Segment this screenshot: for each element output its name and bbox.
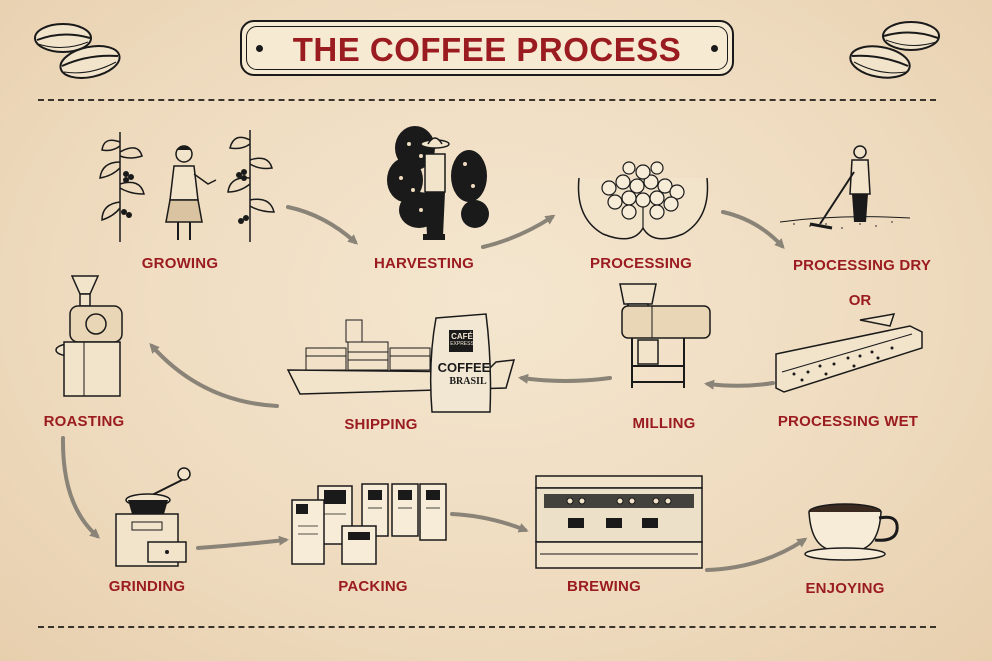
processing-wet-illustration [775, 313, 923, 393]
top-divider [38, 99, 936, 101]
label-brewing: BREWING [567, 578, 641, 595]
label-processing: PROCESSING [589, 255, 693, 272]
harvesting-illustration [387, 126, 489, 240]
label-shipping: SHIPPING [344, 416, 418, 433]
grinding-illustration [115, 467, 191, 567]
title-banner: THE COFFEE PROCESS [240, 20, 734, 76]
coffee-beans-right-icon [849, 21, 940, 79]
label-harvesting: HARVESTING [373, 255, 475, 272]
label-processing-wet: PROCESSING WET [777, 413, 919, 430]
brewing-illustration [535, 475, 703, 569]
shipping-illustration [286, 313, 516, 413]
arrow-harvesting-processing [481, 214, 556, 249]
label-packing: PACKING [338, 578, 408, 595]
arrow-shipping-roasting [149, 343, 279, 408]
arrow-packing-brewing [450, 512, 529, 533]
arrow-grinding-packing [196, 535, 289, 550]
page-title: THE COFFEE PROCESS [292, 31, 682, 68]
sack-brand-line2: EXPRESS [450, 341, 474, 347]
arrow-brewing-enjoying [705, 537, 808, 572]
label-processing-dry: PROCESSING DRY [792, 257, 932, 274]
label-roasting: ROASTING [43, 413, 125, 430]
sack-origin: BRASIL [449, 376, 487, 387]
processing-dry-illustration [779, 145, 911, 230]
growing-illustration [99, 130, 275, 242]
arrow-wet-milling [704, 379, 775, 390]
processing-illustration [577, 161, 709, 240]
milling-illustration [619, 283, 711, 388]
arrow-roasting-grinding [60, 436, 100, 539]
arrow-milling-shipping [518, 373, 612, 384]
sack-brand-line1: CAFÉ [451, 332, 473, 341]
arrow-growing-harvesting [286, 205, 358, 245]
coffee-beans-left-icon [34, 23, 121, 79]
bottom-divider [38, 626, 936, 628]
label-enjoying: ENJOYING [805, 580, 885, 597]
banner-dot-right [711, 45, 718, 52]
roasting-illustration [55, 275, 123, 397]
coffee-sack [429, 313, 492, 413]
banner-dot-left [256, 45, 263, 52]
label-growing: GROWING [141, 255, 219, 272]
label-grinding: GRINDING [108, 578, 186, 595]
label-or: OR [848, 292, 872, 309]
coffee-cup-icon [804, 503, 899, 561]
packing-illustration [291, 483, 447, 565]
sack-product: COFFEE [437, 360, 491, 375]
label-milling: MILLING [632, 415, 696, 432]
arrow-processing-dry [721, 210, 785, 249]
